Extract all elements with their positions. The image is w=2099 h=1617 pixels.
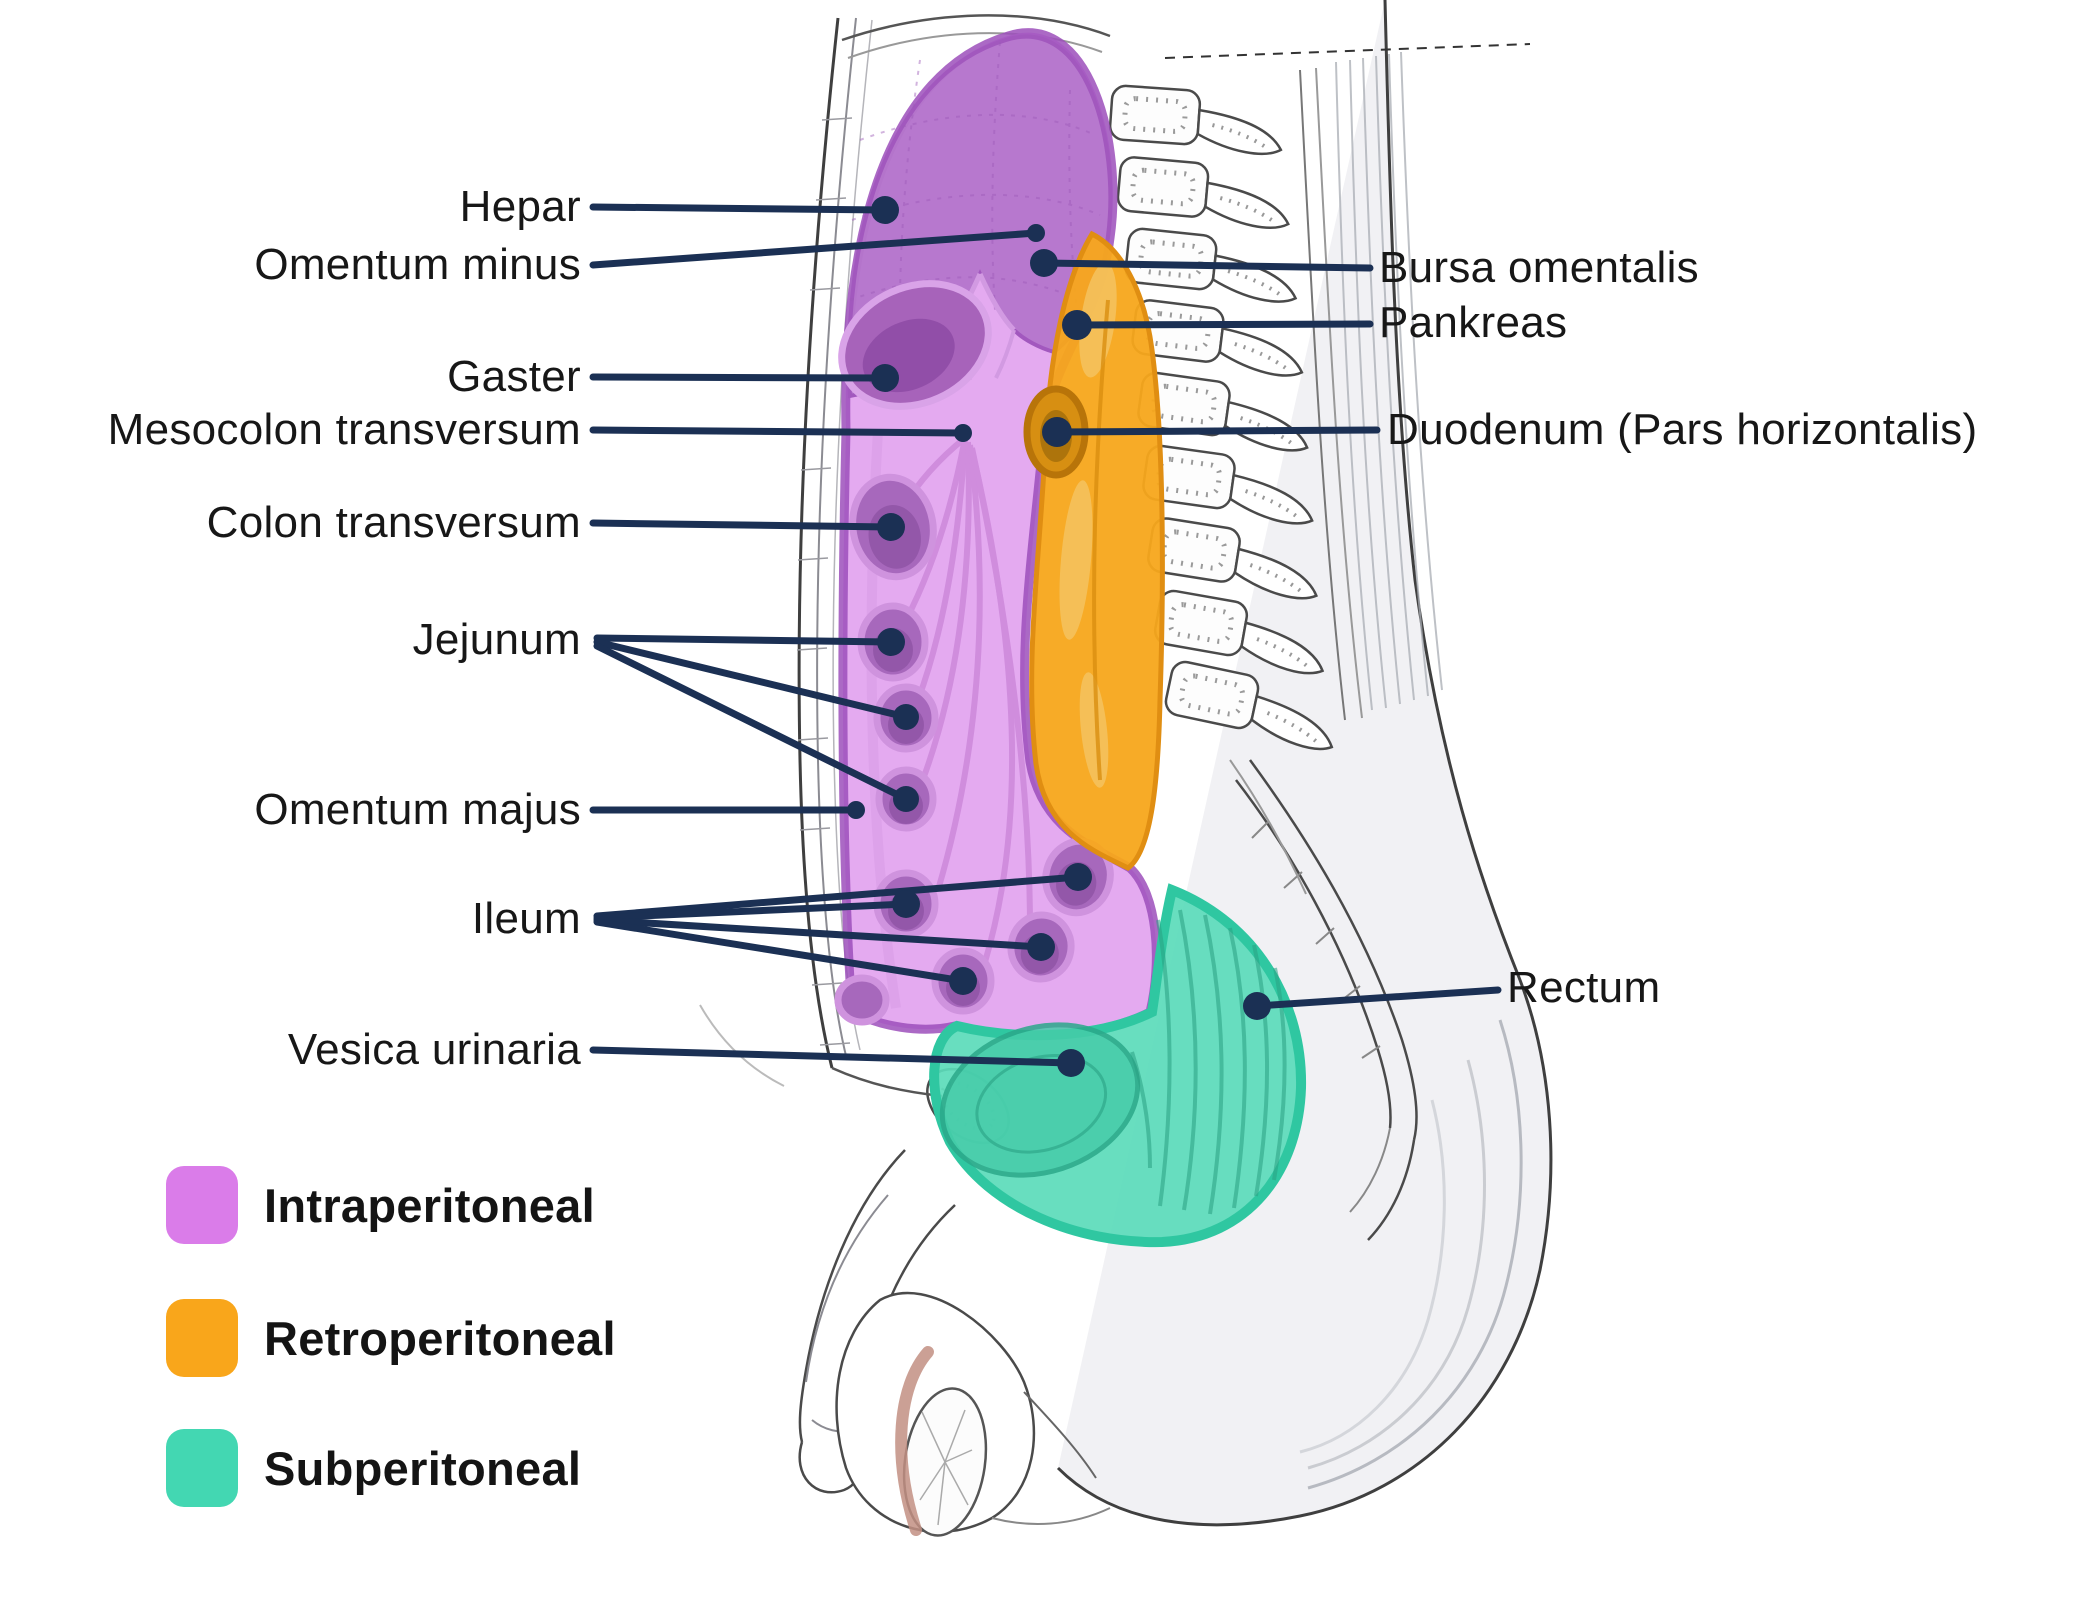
label-rectum: Rectum — [1507, 963, 1661, 1012]
dot-rectum — [1243, 992, 1271, 1020]
dot-vesica-urinaria — [1057, 1049, 1085, 1077]
rectum-texture — [1130, 909, 1287, 1215]
leader-vesica-urinaria — [589, 1046, 1075, 1067]
leader-colon-transversum — [589, 519, 895, 531]
dot-omentum-majus — [847, 801, 865, 819]
retroperitoneal-swatch — [166, 1299, 238, 1377]
epididymis-highlight — [895, 1346, 934, 1536]
leader-dots — [847, 196, 1271, 1077]
leader-rectum — [1253, 986, 1502, 1010]
dot-jejunum-2 — [893, 704, 919, 730]
leader-jejunum-2 — [593, 638, 910, 721]
dot-jejunum-3 — [893, 786, 919, 812]
dot-hepar — [871, 196, 899, 224]
legend-label: Intraperitoneal — [264, 1178, 595, 1232]
dot-ileum-3 — [1027, 933, 1055, 961]
legend-label: Retroperitoneal — [264, 1311, 616, 1365]
leader-lines — [589, 203, 1502, 1067]
legend-item-intraperitoneal: Intraperitoneal — [166, 1164, 595, 1246]
legend-label: Subperitoneal — [264, 1441, 582, 1495]
leader-jejunum-1 — [593, 634, 895, 646]
label-omentum-majus: Omentum majus — [254, 785, 581, 834]
label-pankreas: Pankreas — [1379, 298, 1568, 347]
leader-mesocolon-transversum — [589, 426, 967, 437]
dot-duodenum — [1042, 417, 1072, 447]
dot-ileum-2 — [892, 890, 920, 918]
legend-item-subperitoneal: Subperitoneal — [166, 1427, 581, 1509]
leader-ileum-1 — [593, 873, 1082, 920]
label-bursa-omentalis: Bursa omentalis — [1379, 243, 1699, 292]
leader-omentum-minus — [589, 229, 1040, 269]
retroperitoneal-texture — [1059, 262, 1117, 788]
label-hepar: Hepar — [459, 182, 581, 231]
leader-duodenum — [1053, 426, 1381, 436]
scrotum-testis — [835, 1291, 1036, 1537]
label-duodenum: Duodenum (Pars horizontalis) — [1387, 405, 1978, 454]
subperitoneal-swatch — [166, 1429, 238, 1507]
label-gaster: Gaster — [447, 352, 581, 401]
legend-item-retroperitoneal: Retroperitoneal — [166, 1297, 616, 1379]
leader-hepar — [589, 203, 889, 214]
leader-pankreas — [1073, 320, 1374, 329]
leader-ileum-4 — [593, 918, 967, 985]
dot-ileum-1 — [1064, 863, 1092, 891]
label-vesica-urinaria: Vesica urinaria — [287, 1025, 581, 1074]
dot-pankreas — [1062, 310, 1092, 340]
label-ileum: Ileum — [471, 894, 581, 943]
dot-jejunum-1 — [877, 628, 905, 656]
dashed-reference-line — [1164, 43, 1531, 59]
label-omentum-minus: Omentum minus — [254, 240, 581, 289]
leader-jejunum-3 — [593, 642, 910, 803]
label-mesocolon-transversum: Mesocolon transversum — [107, 405, 581, 454]
dot-bursa-omentalis — [1030, 249, 1058, 277]
subperitoneal-region — [929, 883, 1307, 1248]
dot-gaster — [871, 364, 899, 392]
leader-ileum-3 — [593, 916, 1045, 951]
dot-ileum-4 — [949, 967, 977, 995]
label-colon-transversum: Colon transversum — [206, 498, 581, 547]
dot-mesocolon-transversum — [954, 424, 972, 442]
leader-gaster — [589, 373, 889, 382]
dot-omentum-minus — [1027, 224, 1045, 242]
dot-colon-transversum — [877, 513, 905, 541]
leader-ileum-2 — [593, 900, 910, 922]
intraperitoneal-swatch — [166, 1166, 238, 1244]
label-jejunum: Jejunum — [412, 615, 581, 664]
leader-bursa-omentalis — [1040, 259, 1374, 272]
